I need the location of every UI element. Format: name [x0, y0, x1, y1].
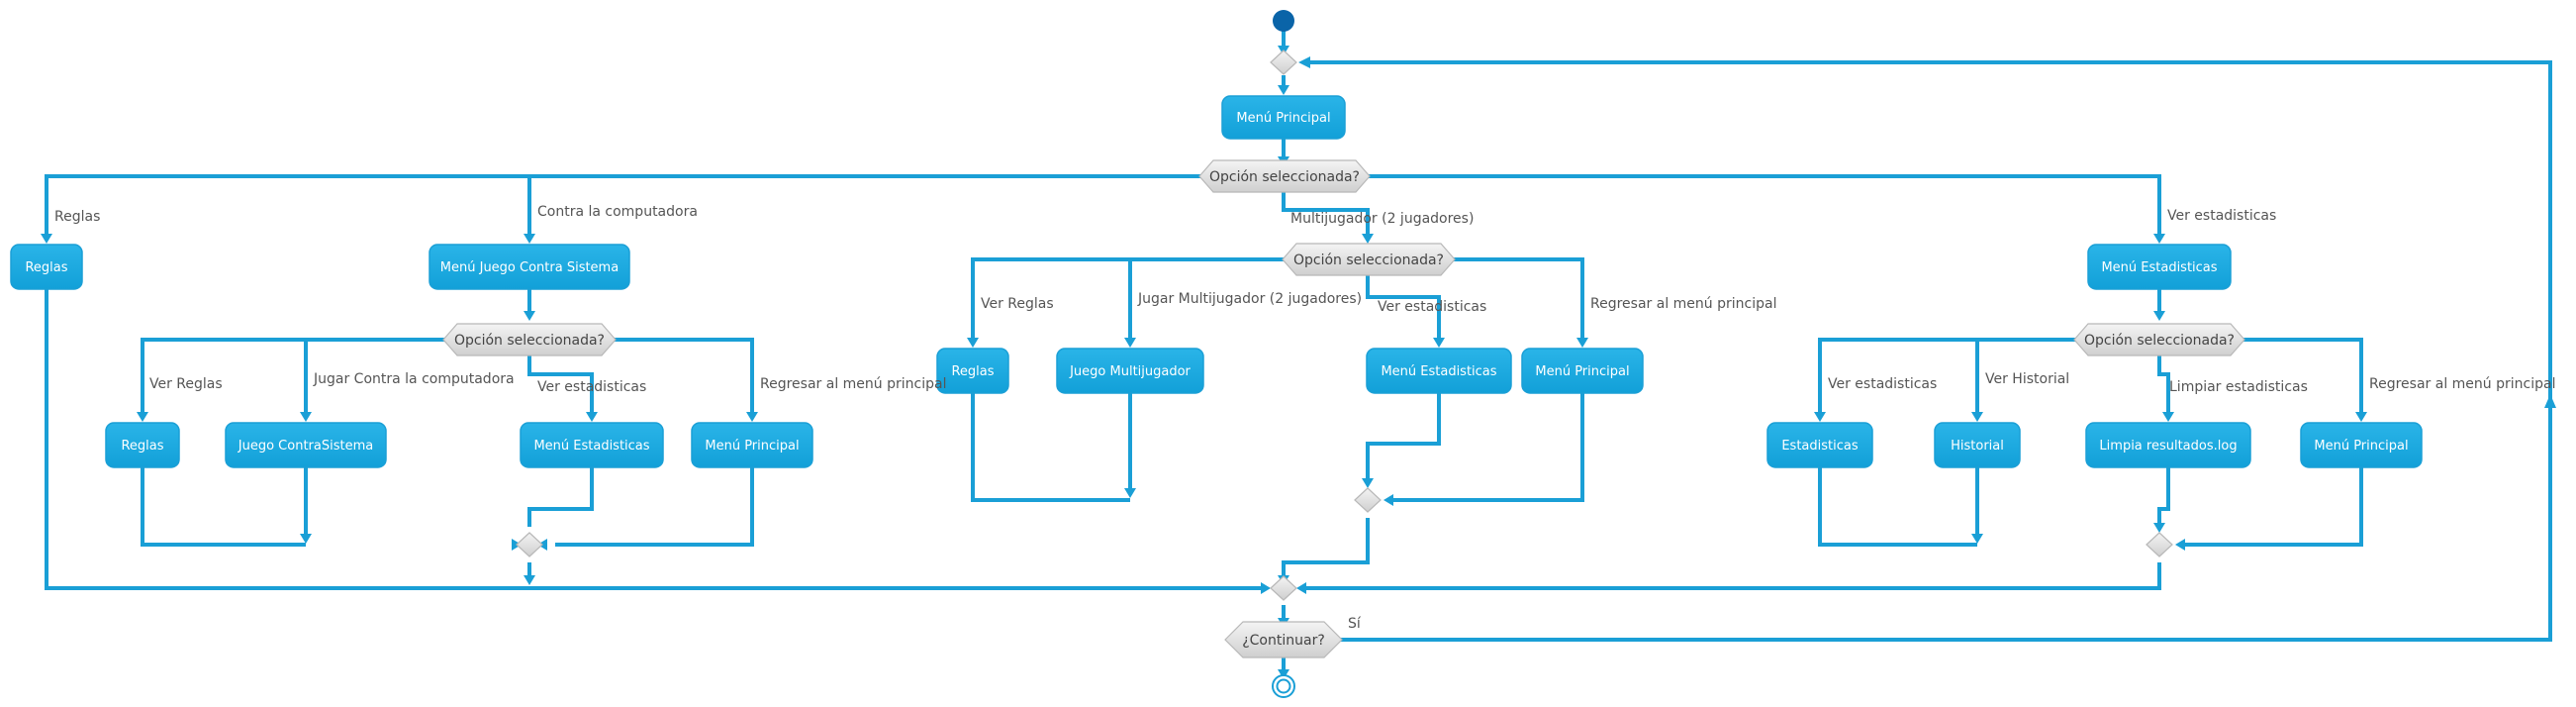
activity-menu-estadisticas-contra-label: Menú Estadisticas — [533, 439, 649, 454]
activity-menu-principal-contra: Menú Principal — [691, 422, 813, 468]
activity-menu-principal-stats: Menú Principal — [2300, 422, 2423, 468]
edge-label-contra-stats: Ver estadisticas — [537, 379, 646, 395]
activity-reglas-multi-label: Reglas — [951, 364, 994, 379]
merge-diamond-top — [1270, 50, 1297, 75]
activity-reglas-multi: Reglas — [936, 348, 1009, 394]
decision-contra-label: Opción seleccionada? — [454, 333, 605, 349]
decision-continuar-label: ¿Continuar? — [1242, 633, 1325, 649]
edge-label-main-stats: Ver estadisticas — [2167, 208, 2276, 224]
decision-multi-label: Opción seleccionada? — [1293, 252, 1444, 268]
activity-menu-estadisticas-multi-label: Menú Estadisticas — [1381, 364, 1496, 379]
merge-diamond-multi — [1354, 487, 1382, 513]
merge-diamond-contra — [516, 532, 543, 557]
edge-label-multi-regresar: Regresar al menú principal — [1590, 296, 1776, 312]
activity-historial: Historial — [1934, 422, 2021, 468]
edge-label-main-multi: Multijugador (2 jugadores) — [1290, 211, 1474, 227]
activity-limpia-resultados-label: Limpia resultados.log — [2099, 439, 2237, 454]
edge-label-multi-reglas: Ver Reglas — [981, 296, 1054, 312]
decision-main: Opción seleccionada? — [1198, 159, 1371, 193]
activity-menu-estadisticas-contra: Menú Estadisticas — [520, 422, 664, 468]
activity-menu-principal: Menú Principal — [1221, 95, 1346, 140]
decision-contra: Opción seleccionada? — [442, 323, 617, 356]
edge-label-continuar-si: Sí — [1348, 616, 1362, 632]
edges — [45, 30, 2552, 673]
activity-reglas-contra-label: Reglas — [121, 439, 163, 454]
edge-label-contra-jugar: Jugar Contra la computadora — [313, 371, 515, 387]
decision-stats-label: Opción seleccionada? — [2084, 333, 2235, 349]
merge-diamond-final — [1270, 575, 1297, 601]
decision-multi: Opción seleccionada? — [1282, 243, 1456, 276]
activity-menu-principal-multi-label: Menú Principal — [1535, 364, 1629, 379]
activity-juego-multijugador-label: Juego Multijugador — [1069, 364, 1191, 379]
activity-menu-principal-label: Menú Principal — [1236, 111, 1330, 126]
activity-historial-label: Historial — [1951, 439, 2004, 454]
edge-label-contra-reglas: Ver Reglas — [149, 376, 223, 392]
activity-menu-estadisticas-main-label: Menú Estadisticas — [2101, 260, 2217, 275]
start-node — [1273, 10, 1294, 32]
activity-limpia-resultados: Limpia resultados.log — [2085, 422, 2251, 468]
merge-diamond-stats — [2146, 532, 2173, 557]
activity-estadisticas-label: Estadisticas — [1781, 439, 1859, 454]
edge-label-stats-historial: Ver Historial — [1985, 371, 2069, 387]
activity-menu-contra-sistema-label: Menú Juego Contra Sistema — [440, 260, 619, 275]
activity-menu-principal-stats-label: Menú Principal — [2314, 439, 2408, 454]
edge-label-stats-regresar: Regresar al menú principal — [2369, 376, 2555, 392]
activity-menu-principal-multi: Menú Principal — [1521, 348, 1644, 394]
activity-menu-estadisticas-main: Menú Estadisticas — [2087, 244, 2232, 290]
edge-label-main-reglas: Reglas — [54, 209, 100, 225]
activity-reglas-main-label: Reglas — [25, 260, 67, 275]
activity-menu-estadisticas-multi: Menú Estadisticas — [1366, 348, 1512, 394]
activity-juego-multijugador: Juego Multijugador — [1056, 348, 1204, 394]
edge-label-multi-jugar: Jugar Multijugador (2 jugadores) — [1137, 291, 1362, 307]
activity-reglas-main: Reglas — [10, 244, 83, 290]
activity-menu-principal-contra-label: Menú Principal — [705, 439, 799, 454]
edge-label-stats-ver: Ver estadisticas — [1828, 376, 1937, 392]
activity-menu-contra-sistema: Menú Juego Contra Sistema — [429, 244, 630, 290]
edge-label-main-contra: Contra la computadora — [537, 204, 698, 220]
edge-label-stats-limpiar: Limpiar estadisticas — [2169, 379, 2308, 395]
decision-stats: Opción seleccionada? — [2073, 323, 2245, 356]
edge-label-multi-stats: Ver estadisticas — [1378, 299, 1486, 315]
decision-main-label: Opción seleccionada? — [1209, 169, 1360, 185]
activity-juego-contrasistema-label: Juego ContraSistema — [238, 439, 373, 454]
edge-labels: Reglas Contra la computadora Multijugado… — [54, 204, 2555, 632]
end-node — [1272, 674, 1295, 698]
activity-estadisticas: Estadisticas — [1766, 422, 1873, 468]
edge-label-contra-regresar: Regresar al menú principal — [760, 376, 946, 392]
activity-reglas-contra: Reglas — [105, 422, 180, 468]
arrowheads — [41, 46, 2556, 679]
activity-juego-contrasistema: Juego ContraSistema — [225, 422, 387, 468]
decision-continuar: ¿Continuar? — [1224, 621, 1343, 658]
